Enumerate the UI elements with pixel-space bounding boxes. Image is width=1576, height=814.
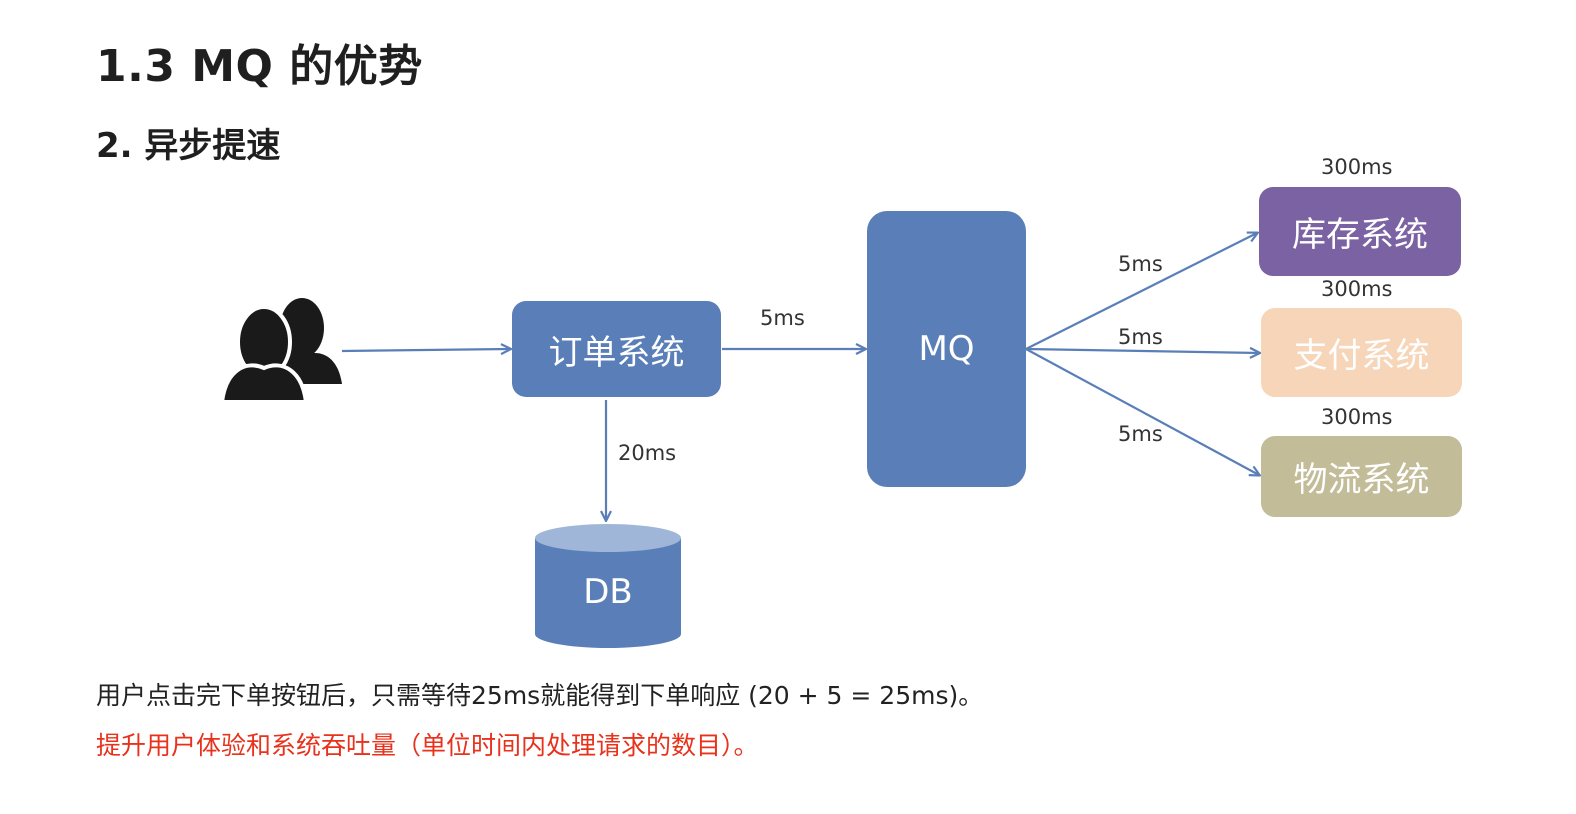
payment-system-label: 支付系统	[1293, 336, 1430, 376]
order-to-mq-time: 5ms	[760, 306, 805, 330]
logistics-system-label: 物流系统	[1293, 460, 1430, 500]
mq-to-inventory-arrow	[1025, 233, 1257, 350]
users-icon	[219, 298, 342, 404]
mq-to-logistics-time: 5ms	[1118, 422, 1163, 446]
logistics-system-box: 物流系统	[1261, 436, 1462, 517]
payment-processing-time: 300ms	[1321, 277, 1393, 301]
response-time-note: 用户点击完下单按钮后，只需等待25ms就能得到下单响应 (20 + 5 = 25…	[96, 681, 984, 710]
order-system-label: 订单系统	[548, 332, 685, 373]
inventory-system-box: 库存系统	[1259, 187, 1461, 276]
mq-to-logistics-arrow	[1025, 348, 1259, 475]
mq-to-payment-time: 5ms	[1118, 325, 1163, 349]
db-label: DB	[583, 572, 633, 612]
logistics-processing-time: 300ms	[1321, 405, 1393, 429]
db-cylinder	[535, 524, 681, 648]
order-system-box: 订单系统	[512, 301, 721, 397]
mq-to-payment-arrow	[1025, 349, 1259, 353]
inventory-processing-time: 300ms	[1321, 155, 1393, 179]
order-to-db-time: 20ms	[618, 441, 677, 465]
section-subtitle: 2. 异步提速	[96, 126, 281, 166]
mq-to-inventory-time: 5ms	[1118, 252, 1163, 276]
throughput-note: 提升用户体验和系统吞吐量（单位时间内处理请求的数目）。	[96, 731, 759, 760]
payment-system-box: 支付系统	[1261, 308, 1462, 397]
mq-label: MQ	[918, 329, 975, 369]
inventory-system-label: 库存系统	[1292, 215, 1428, 255]
mq-box: MQ	[867, 211, 1026, 487]
users-to-order-arrow	[341, 349, 510, 351]
page-title: 1.3 MQ 的优势	[96, 41, 423, 92]
